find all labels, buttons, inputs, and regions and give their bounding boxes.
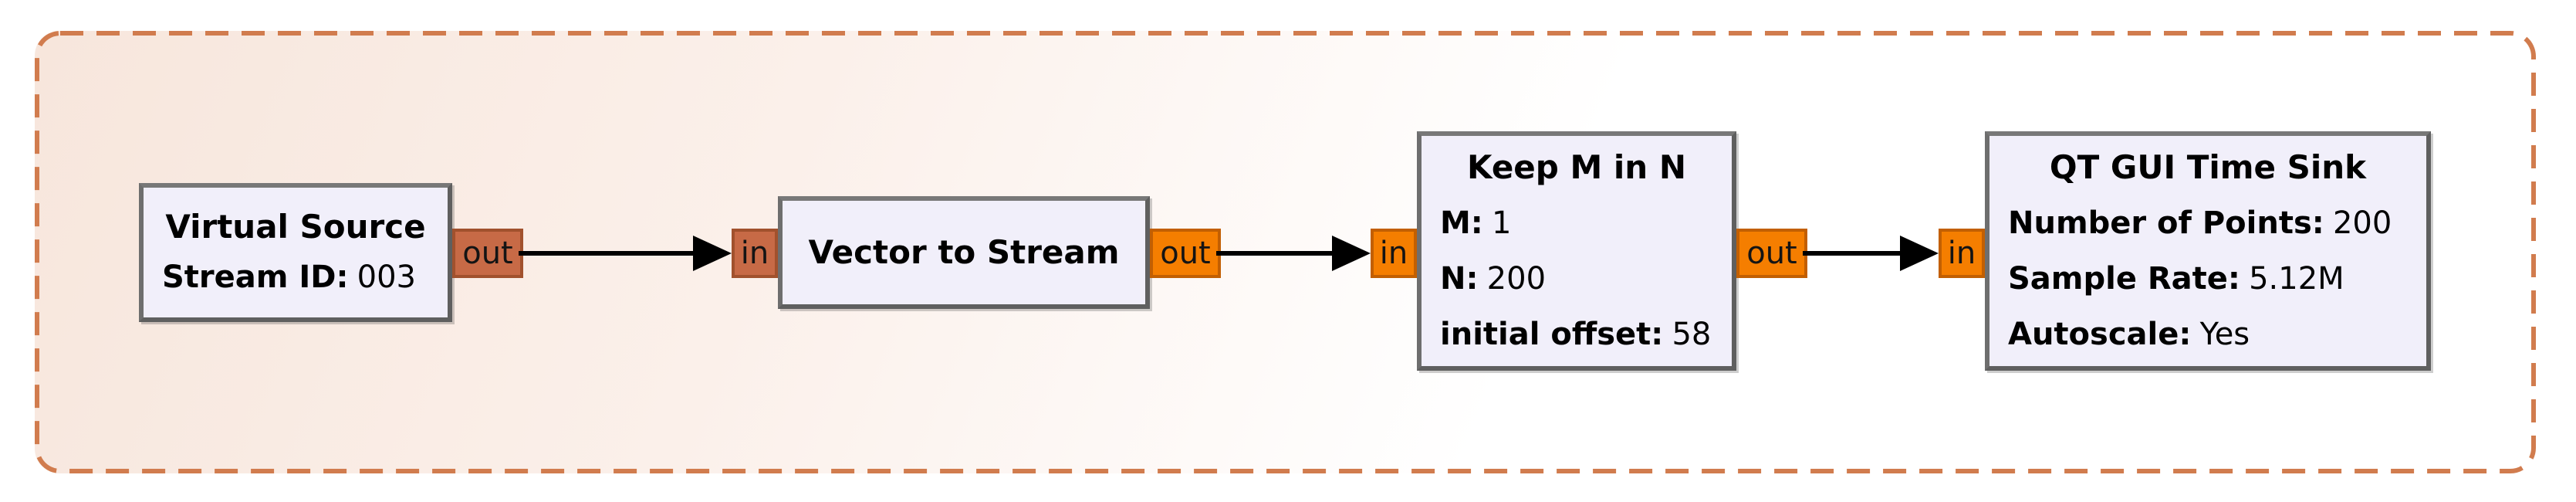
block-title: Vector to Stream: [808, 233, 1120, 271]
param-row: Number of Points:200: [2008, 195, 2408, 251]
port-out-keep-m-in-n[interactable]: out: [1736, 229, 1807, 278]
block-vector-to-stream[interactable]: Vector to Stream: [778, 196, 1150, 309]
port-out-vector-to-stream[interactable]: out: [1150, 229, 1221, 278]
param-value: 200: [2332, 205, 2392, 241]
param-label: initial offset:: [1440, 317, 1664, 352]
param-label: Sample Rate:: [2008, 261, 2240, 297]
param-row: Sample Rate:5.12M: [2008, 251, 2408, 307]
param-label: Number of Points:: [2008, 205, 2324, 241]
param-row: initial offset:58: [1440, 307, 1713, 362]
param-label: Stream ID:: [162, 259, 349, 295]
param-value: 5.12M: [2249, 261, 2344, 297]
param-row: M:1: [1440, 195, 1713, 251]
block-title: Virtual Source: [165, 208, 426, 246]
connection-1-arrowhead: [693, 236, 732, 271]
param-row: Autoscale:Yes: [2008, 307, 2408, 362]
block-virtual-source[interactable]: Virtual Source Stream ID:003: [139, 183, 452, 322]
connection-1-wire[interactable]: [519, 251, 695, 256]
param-row: N:200: [1440, 251, 1713, 307]
param-value: 1: [1492, 205, 1512, 241]
connection-2-wire[interactable]: [1216, 251, 1334, 256]
param-label: M:: [1440, 205, 1483, 241]
block-keep-m-in-n[interactable]: Keep M in N M:1 N:200 initial offset:58: [1417, 131, 1736, 371]
param-value: 200: [1486, 261, 1547, 297]
block-title: Keep M in N: [1467, 148, 1686, 186]
port-in-qt-gui-time-sink[interactable]: in: [1939, 229, 1985, 278]
port-in-keep-m-in-n[interactable]: in: [1371, 229, 1417, 278]
block-qt-gui-time-sink[interactable]: QT GUI Time Sink Number of Points:200 Sa…: [1985, 131, 2431, 371]
param-label: Autoscale:: [2008, 317, 2192, 352]
param-row: Stream ID:003: [162, 252, 429, 303]
param-value: 58: [1672, 317, 1712, 352]
param-value: Yes: [2199, 317, 2250, 352]
port-out-virtual-source[interactable]: out: [452, 229, 523, 278]
connection-3-wire[interactable]: [1803, 251, 1902, 256]
param-label: N:: [1440, 261, 1479, 297]
param-value: 003: [357, 259, 417, 295]
block-title: QT GUI Time Sink: [2049, 148, 2367, 186]
connection-2-arrowhead: [1332, 236, 1371, 271]
connection-3-arrowhead: [1900, 236, 1939, 271]
port-in-vector-to-stream[interactable]: in: [732, 229, 778, 278]
